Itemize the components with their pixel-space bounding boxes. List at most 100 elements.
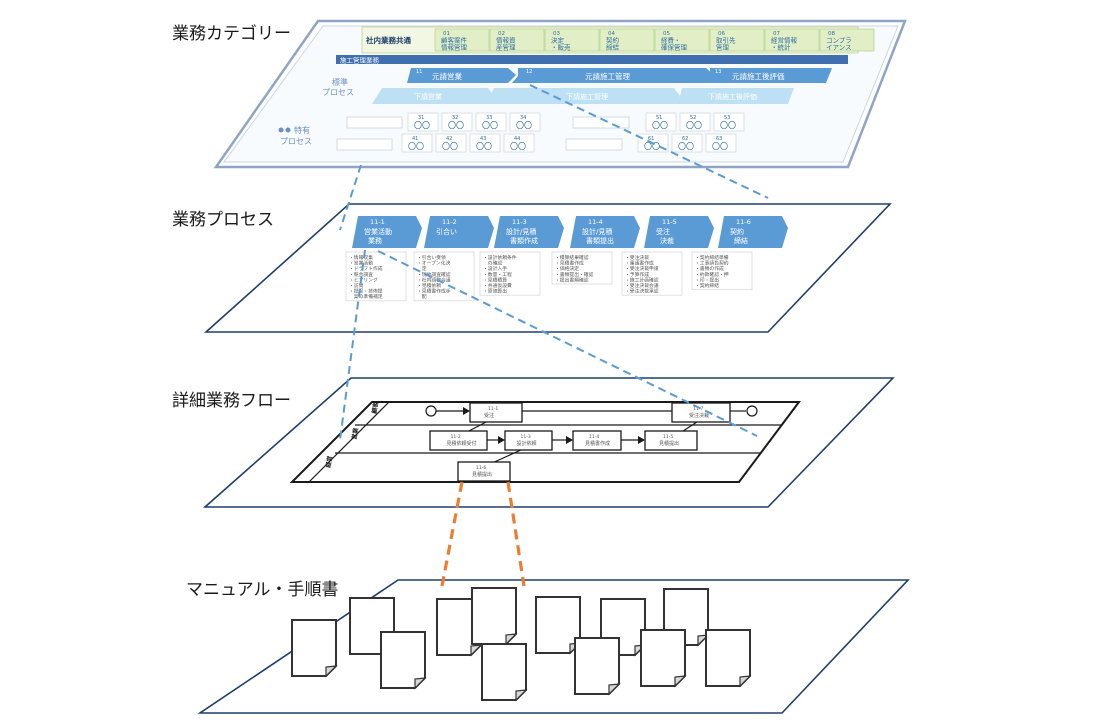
process-detail-line: ・見積依頼	[417, 282, 441, 289]
dot-icon-1	[278, 127, 284, 133]
process-detail-box	[551, 251, 613, 285]
common-item-num: 02	[498, 31, 505, 37]
process-detail-line: ・書類提出・確認	[555, 271, 594, 278]
process-detail-line: ・提出書類確認	[555, 276, 589, 283]
common-item-box	[489, 28, 545, 52]
standard-label-2: プロセス	[322, 88, 354, 97]
process-detail-line: ・訪問	[349, 282, 364, 289]
specific-item-text: 〇〇	[408, 142, 424, 151]
orange-dashed-connector	[440, 481, 464, 587]
orange-dashed-connector	[506, 481, 526, 587]
document-fold	[608, 683, 621, 696]
common-item-line1: 契約	[606, 36, 620, 45]
document-fold	[505, 633, 518, 646]
process-step-box	[494, 216, 564, 248]
process-detail-line: ・積算結果確認	[555, 254, 589, 261]
process-detail-line: ・見積書作成手	[417, 288, 451, 295]
flow-box-num: 11-5	[663, 434, 673, 440]
specific-item-box	[441, 112, 473, 132]
process-detail-line: ・提案・技術提	[349, 288, 383, 295]
common-item-line2: イアンス	[826, 44, 852, 52]
document-icon	[436, 598, 483, 657]
specific-item-text: 〇〇	[442, 142, 458, 151]
specific-item-box	[679, 112, 711, 132]
flow-box-num: 11-4	[589, 434, 599, 440]
process-detail-line: ・受注決裁承認	[625, 288, 659, 295]
layer-label-manual: マニュアル・手順書	[186, 580, 339, 600]
process-detail-line: ・競合調査	[349, 271, 373, 278]
common-item-line2: 管理	[716, 43, 730, 52]
flow-box-text: 受注決裁	[689, 412, 709, 419]
placeholder-box	[572, 116, 630, 129]
common-item-num: 05	[663, 31, 670, 37]
specific-item-num: 41	[412, 136, 418, 142]
category-layer: 社内業務共通 01顧客案件情報管理02情報資産管理03決定・販売04契約締結05…	[213, 19, 907, 169]
process-step-num: 11-1	[370, 218, 385, 226]
process-detail-line: ・共通仮設費	[483, 282, 512, 289]
process-step-box	[644, 216, 714, 248]
specific-item-num: 33	[486, 115, 492, 121]
construction-band	[336, 55, 848, 64]
layer-label-category: 業務カテゴリー	[172, 24, 291, 44]
document-icon	[471, 587, 518, 646]
document-icon	[705, 629, 752, 688]
specific-item-text: 〇〇	[510, 142, 526, 151]
process-detail-line: ・約款確認・押	[695, 271, 729, 278]
process-detail-line: ・契約締結	[695, 282, 719, 289]
process-detail-line: 案の準備補足	[349, 293, 383, 300]
common-item-line2: ・統計	[771, 43, 791, 52]
specific-item-box	[671, 133, 703, 153]
phase-label: 元請施工後評価	[732, 71, 785, 81]
common-item-num: 08	[828, 31, 835, 37]
common-item-box	[709, 28, 765, 52]
placeholder-box	[336, 138, 393, 151]
process-detail-line: ・情報収集	[349, 254, 373, 261]
specific-item-text: 〇〇	[652, 121, 668, 130]
process-step-box	[352, 216, 422, 248]
process-step-num: 11-6	[736, 218, 751, 226]
specific-item-text: 〇〇	[516, 121, 532, 130]
process-step-line1: 設計/見積	[506, 227, 536, 236]
phase-chevron-12	[512, 68, 714, 83]
specific-item-num: 34	[520, 115, 526, 121]
process-detail-box	[479, 251, 541, 296]
process-detail-line: ・数量・工程	[483, 271, 512, 278]
process-detail-line: ・見積積算	[483, 276, 507, 283]
common-item-line2: 確保管理	[661, 43, 688, 52]
phase-label: 元請施工管理	[585, 71, 630, 81]
specific-item-num: 43	[480, 136, 486, 142]
process-detail-line: ・受注決裁会議	[625, 282, 659, 289]
specific-item-box	[645, 112, 677, 132]
process-step: 11-6契約締結・契約締結準備・工事請負契約・書類の作成・約款確認・押・印・提出…	[691, 216, 788, 290]
document-fold	[414, 677, 427, 690]
lane-header-divider	[308, 401, 390, 483]
process-step: 11-4設計/見積書類提出・積算結果確認・見積書作成・価格決定・書類提出・確認・…	[551, 216, 640, 285]
specific-item-box	[713, 112, 745, 132]
common-item-num: 03	[553, 31, 560, 37]
process-step-line2: 書類提出	[586, 236, 614, 245]
construction-label: 施工管理業務	[340, 56, 380, 65]
flow-box-text: 見積提出	[659, 440, 679, 447]
process-step: 11-5受注決裁・受注決裁・稟議書作成・受注決裁申請・予算作成・施工計画確認・受…	[621, 216, 714, 296]
flow-box-rect	[457, 461, 511, 482]
common-item-num: 07	[773, 31, 780, 37]
document-fold	[325, 665, 338, 678]
standard-label-1: 標準	[332, 77, 348, 87]
common-item-num: 01	[443, 31, 450, 37]
process-step-line1: 引合い	[436, 227, 457, 236]
common-item-box	[764, 28, 820, 52]
document-icon	[535, 596, 582, 655]
process-detail-line: ・現地調査確認	[417, 271, 451, 278]
connector-lines	[339, 84, 769, 441]
specific-item-box	[705, 133, 737, 153]
dot-icon-2	[285, 127, 291, 133]
